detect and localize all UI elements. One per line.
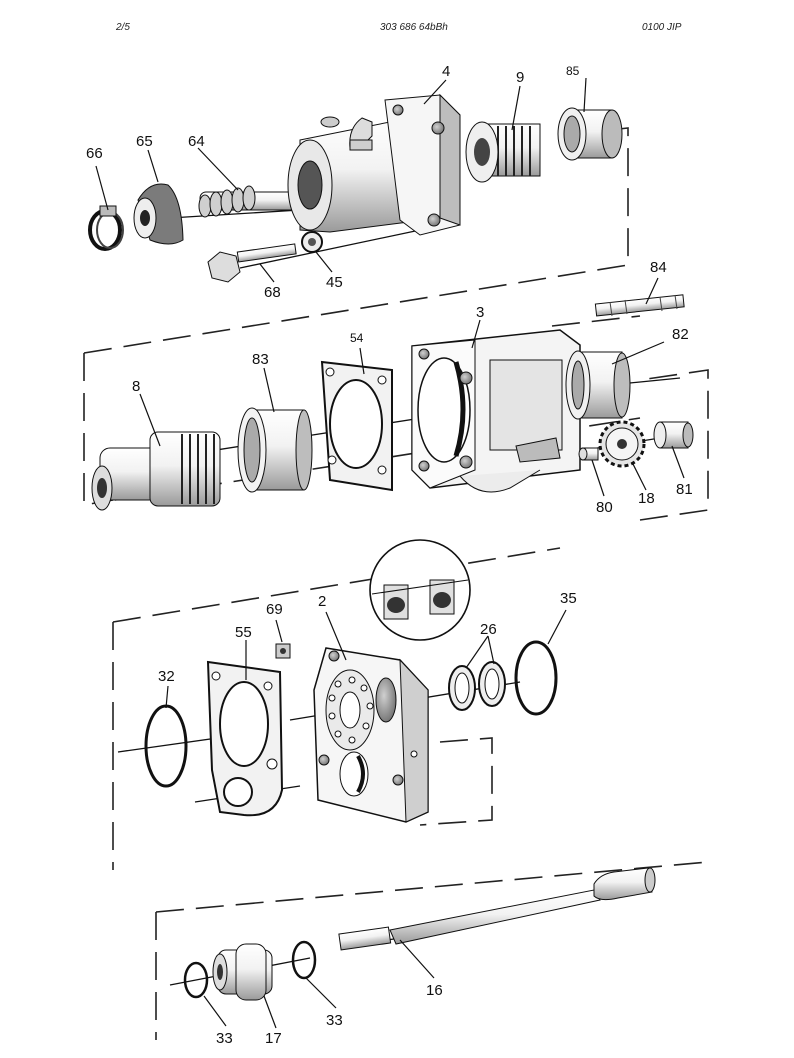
- nipple-fitting-part: [275, 643, 291, 659]
- callout-32: 32: [158, 668, 175, 685]
- valve-stem-part: [198, 177, 303, 218]
- small-sleeve-part: [653, 421, 694, 449]
- revision-code: 0100 JIP: [642, 22, 682, 33]
- callout-2: 2: [318, 593, 326, 610]
- o-ring-33a-part: [183, 961, 209, 999]
- callout-35: 35: [560, 590, 577, 607]
- callout-83: 83: [252, 351, 269, 368]
- stud-part: [594, 294, 685, 317]
- callout-8: 8: [132, 378, 140, 395]
- callout-18: 18: [638, 490, 655, 507]
- page-number: 2/5: [116, 22, 130, 33]
- callout-33-left: 33: [216, 1030, 233, 1047]
- washer-part: [301, 231, 323, 253]
- callout-82: 82: [672, 326, 689, 343]
- spindle-part: [338, 867, 656, 951]
- small-gear-part: [598, 420, 646, 468]
- callout-65: 65: [136, 133, 153, 150]
- bolt-part: [207, 243, 297, 283]
- callout-84: 84: [650, 259, 667, 276]
- hose-clamp-part: [88, 205, 124, 251]
- callout-17: 17: [265, 1030, 282, 1047]
- gasket-part: [320, 360, 393, 492]
- end-plate-part: [313, 647, 429, 823]
- o-ring-32-part: [144, 704, 188, 788]
- pin-part: [578, 447, 599, 461]
- callout-80: 80: [596, 499, 613, 516]
- end-bushing-part: [565, 350, 631, 420]
- callout-85: 85: [566, 64, 580, 78]
- o-ring-33b-part: [291, 940, 317, 980]
- bearing-retainer-part: [212, 943, 273, 1001]
- callout-81: 81: [676, 481, 693, 498]
- leader-lines: [95, 77, 685, 1029]
- lower-gasket-part: [206, 660, 284, 817]
- callout-26: 26: [480, 621, 497, 638]
- o-ring-35-part: [514, 640, 558, 716]
- seal-rings-part: [448, 661, 506, 711]
- rubber-boot-part: [133, 183, 184, 245]
- callout-9: 9: [516, 69, 524, 86]
- document-number: 303 686 64bBh: [380, 22, 448, 33]
- callout-3: 3: [476, 304, 484, 321]
- callout-labels: 4 9 85 66 65 64 68 45 84 3 54 82 83 8 80…: [86, 63, 693, 1047]
- bushing-part: [557, 107, 623, 161]
- callout-16: 16: [426, 982, 443, 999]
- sleeve-part: [91, 431, 221, 511]
- large-bushing-part: [237, 407, 313, 493]
- splined-gear-part: [465, 121, 541, 183]
- callout-64: 64: [188, 133, 205, 150]
- callout-69: 69: [266, 601, 283, 618]
- callout-68: 68: [264, 284, 281, 301]
- callout-4: 4: [442, 63, 450, 80]
- cylinder-body-part: [411, 329, 581, 493]
- detail-magnifier: [369, 539, 471, 641]
- motor-housing-part: [287, 93, 461, 236]
- callout-55: 55: [235, 624, 252, 641]
- callout-54: 54: [350, 331, 364, 345]
- callout-66: 66: [86, 145, 103, 162]
- callout-45: 45: [326, 274, 343, 291]
- callout-33-right: 33: [326, 1012, 343, 1029]
